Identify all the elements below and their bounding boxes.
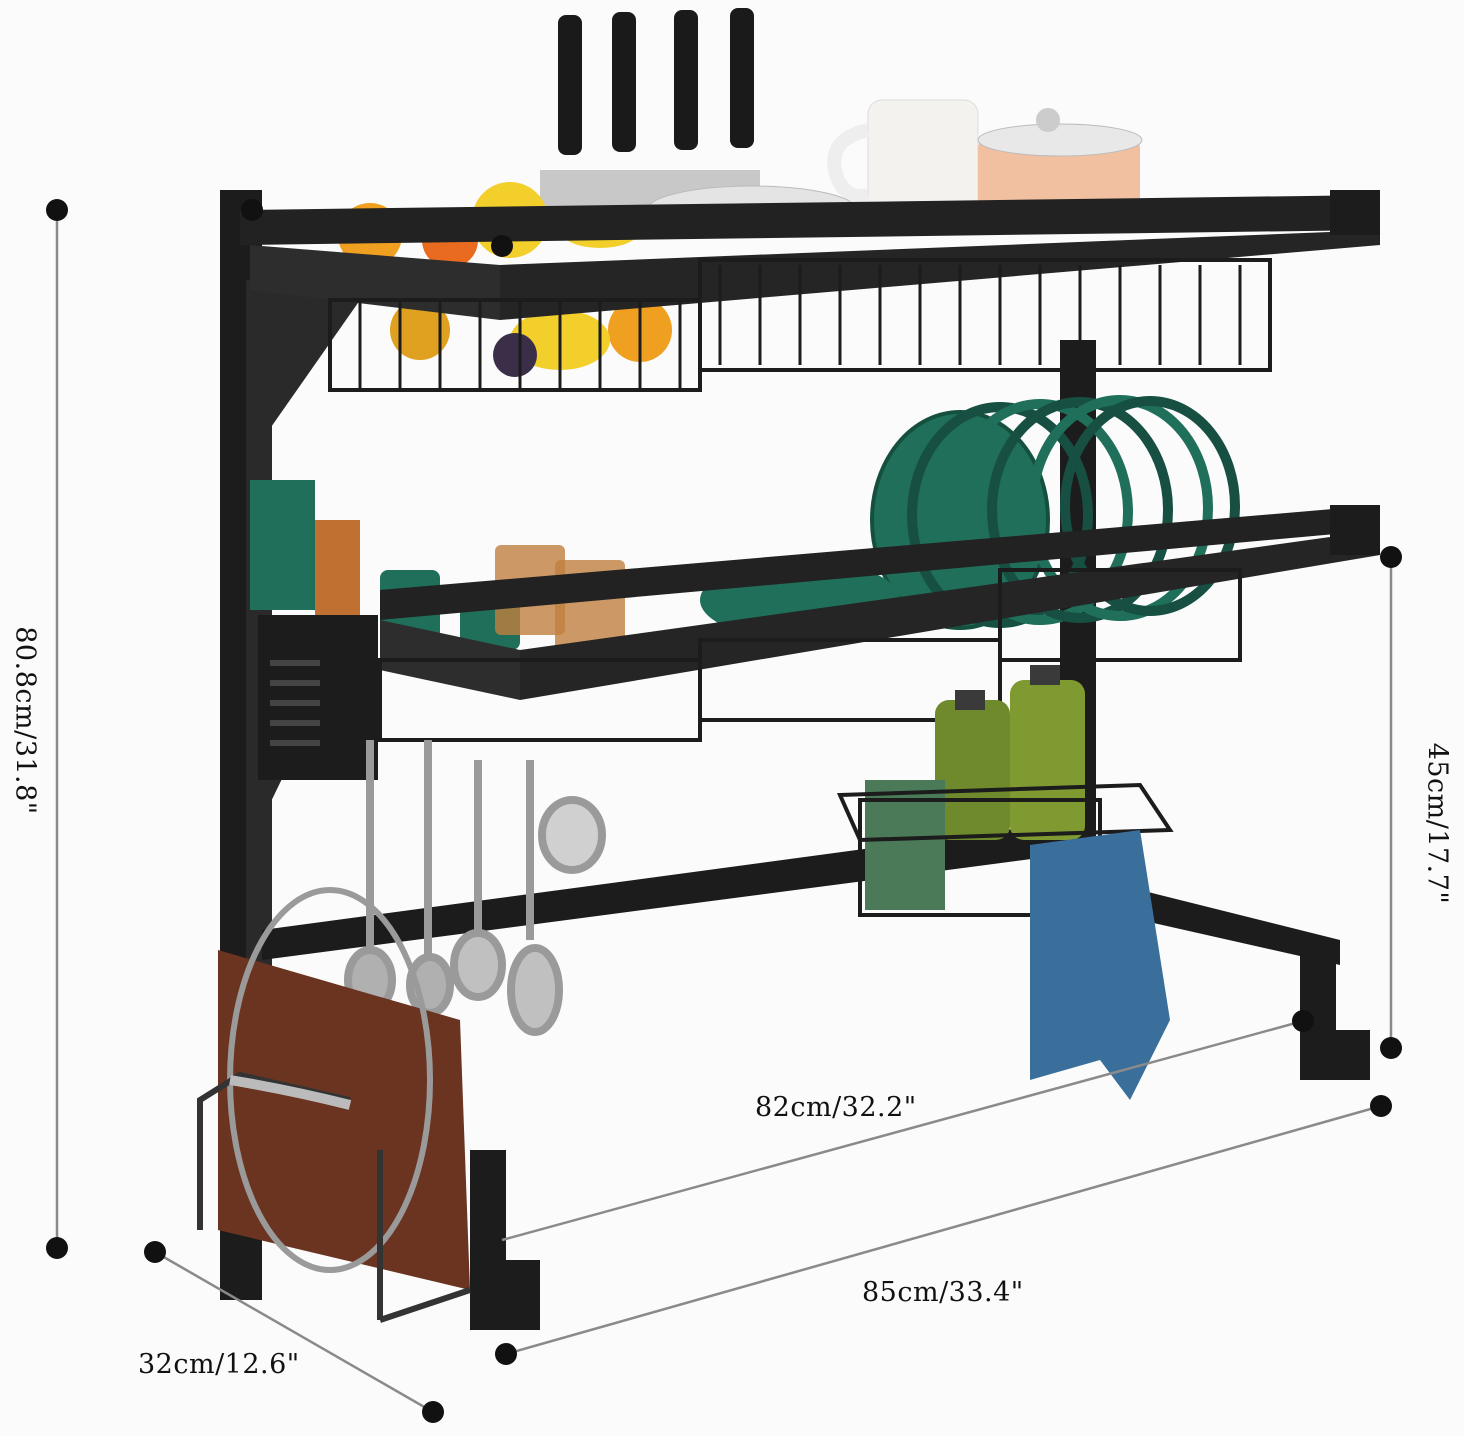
height-total-label: 80.8cm/31.8"	[9, 626, 41, 815]
dimension-lines	[55, 210, 1393, 1414]
utensil-holder	[250, 480, 378, 780]
height-inner-label: 45cm/17.7"	[1421, 742, 1453, 905]
depth-label: 32cm/12.6"	[138, 1349, 300, 1380]
pot	[977, 108, 1143, 210]
towel	[1030, 830, 1170, 1100]
middle-shelf	[378, 505, 1380, 742]
dimension-dots	[46, 199, 1402, 1423]
width-inner-label: 82cm/32.2"	[755, 1092, 917, 1123]
cutting-board-and-lid	[197, 887, 471, 1323]
top-shelf	[240, 190, 1380, 392]
width-outer-label: 85cm/33.4"	[862, 1277, 1024, 1308]
sponge-basket	[836, 780, 1174, 917]
